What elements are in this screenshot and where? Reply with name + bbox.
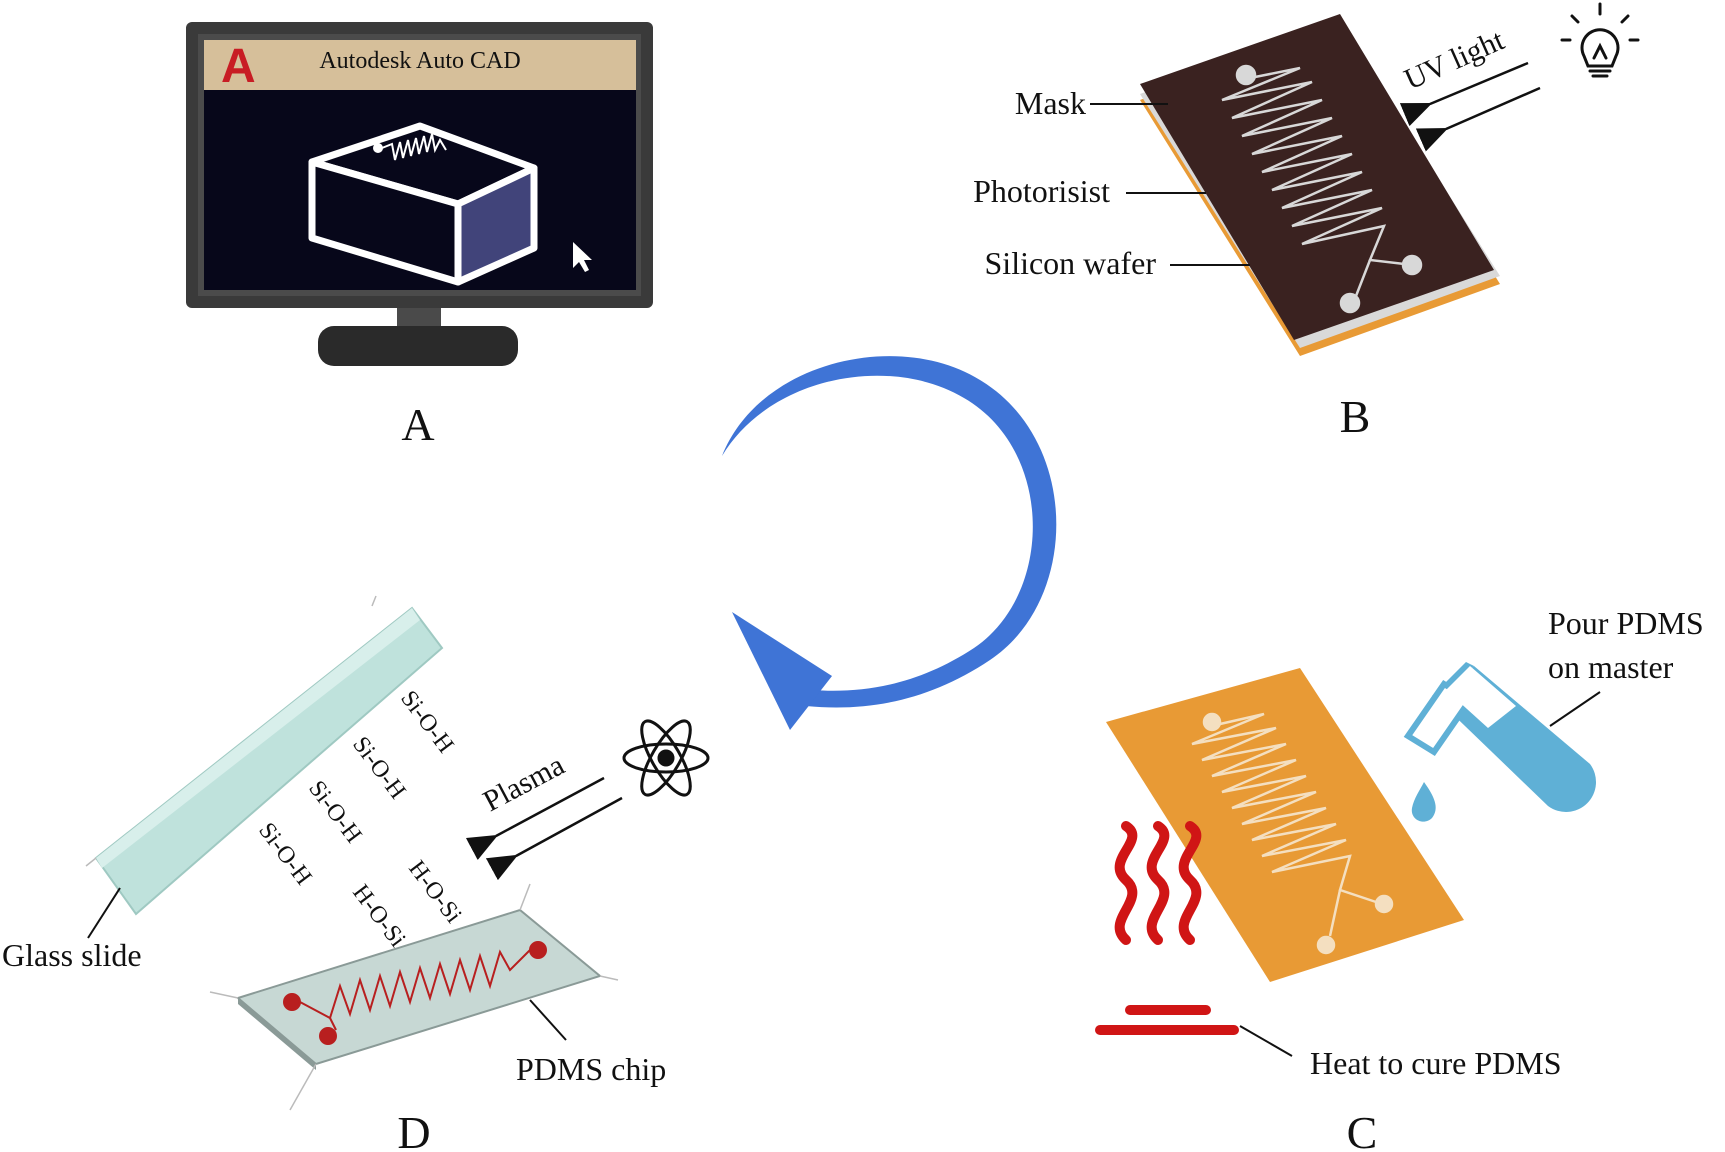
panel-letter-a: A	[401, 399, 434, 450]
glass-group-1: Si-O-H	[395, 686, 458, 758]
light-bulb-icon	[1560, 2, 1640, 78]
monitor: A Autodesk Auto CAD	[186, 22, 653, 366]
mask-channel-pattern	[1221, 64, 1423, 314]
monitor-base	[318, 326, 518, 366]
panel-b: Mask Photorisist Silicon wafer UV light …	[973, 2, 1640, 442]
atom-icon	[622, 719, 710, 797]
pour-label-line2: on master	[1548, 649, 1674, 685]
plasma-label: Plasma	[478, 748, 570, 818]
heat-label: Heat to cure PDMS	[1310, 1045, 1562, 1081]
chip-group-1: H-O-Si	[403, 856, 466, 928]
pdms-drop	[1411, 782, 1436, 822]
panel-c: Pour PDMS on master Heat to cure PDMS C	[1095, 605, 1704, 1152]
cycle-arrow	[722, 356, 1057, 730]
chip-label: PDMS chip	[516, 1051, 666, 1087]
pdms-chip	[209, 883, 619, 1111]
autocad-logo: A	[221, 40, 256, 93]
heat-icon	[1095, 821, 1239, 1035]
uv-arrow-1	[1399, 61, 1529, 127]
glass-slide	[85, 595, 444, 916]
glass-leader	[87, 887, 121, 939]
plasma-arrow-1	[465, 776, 605, 861]
mask-label: Mask	[1015, 85, 1086, 121]
pour-leader	[1549, 691, 1601, 727]
glass-label: Glass slide	[2, 937, 142, 973]
panel-d: Si-O-H Si-O-H Si-O-H Si-O-H H-O-Si H-O-S…	[2, 595, 710, 1152]
title-bar	[204, 40, 636, 90]
panel-a: A Autodesk Auto CAD A	[186, 22, 653, 450]
cad-channel-pattern	[373, 133, 447, 161]
chip-group-2: H-O-Si	[347, 880, 410, 952]
panel-letter-b: B	[1340, 391, 1371, 442]
window-title: Autodesk Auto CAD	[319, 48, 520, 74]
uv-light-label: UV light	[1399, 23, 1509, 96]
glass-group-3: Si-O-H	[303, 776, 366, 848]
glass-group-2: Si-O-H	[347, 732, 410, 804]
cad-box-model	[308, 122, 538, 286]
chip-leader	[529, 999, 567, 1041]
master-channel-pattern	[1191, 712, 1394, 955]
uv-arrow-2	[1415, 86, 1541, 152]
pour-label-line1: Pour PDMS	[1548, 605, 1704, 641]
glass-group-4: Si-O-H	[253, 818, 316, 890]
photoresist-label: Photorisist	[973, 173, 1110, 209]
chip-channel-pattern	[283, 941, 547, 1045]
heat-leader	[1239, 1025, 1293, 1057]
cursor-icon	[573, 242, 592, 272]
wafer-label: Silicon wafer	[985, 245, 1157, 281]
panel-letter-d: D	[397, 1107, 430, 1152]
plasma-arrow-2	[485, 796, 623, 881]
panel-letter-c: C	[1347, 1107, 1378, 1152]
pdms-tube-icon	[1403, 662, 1597, 822]
